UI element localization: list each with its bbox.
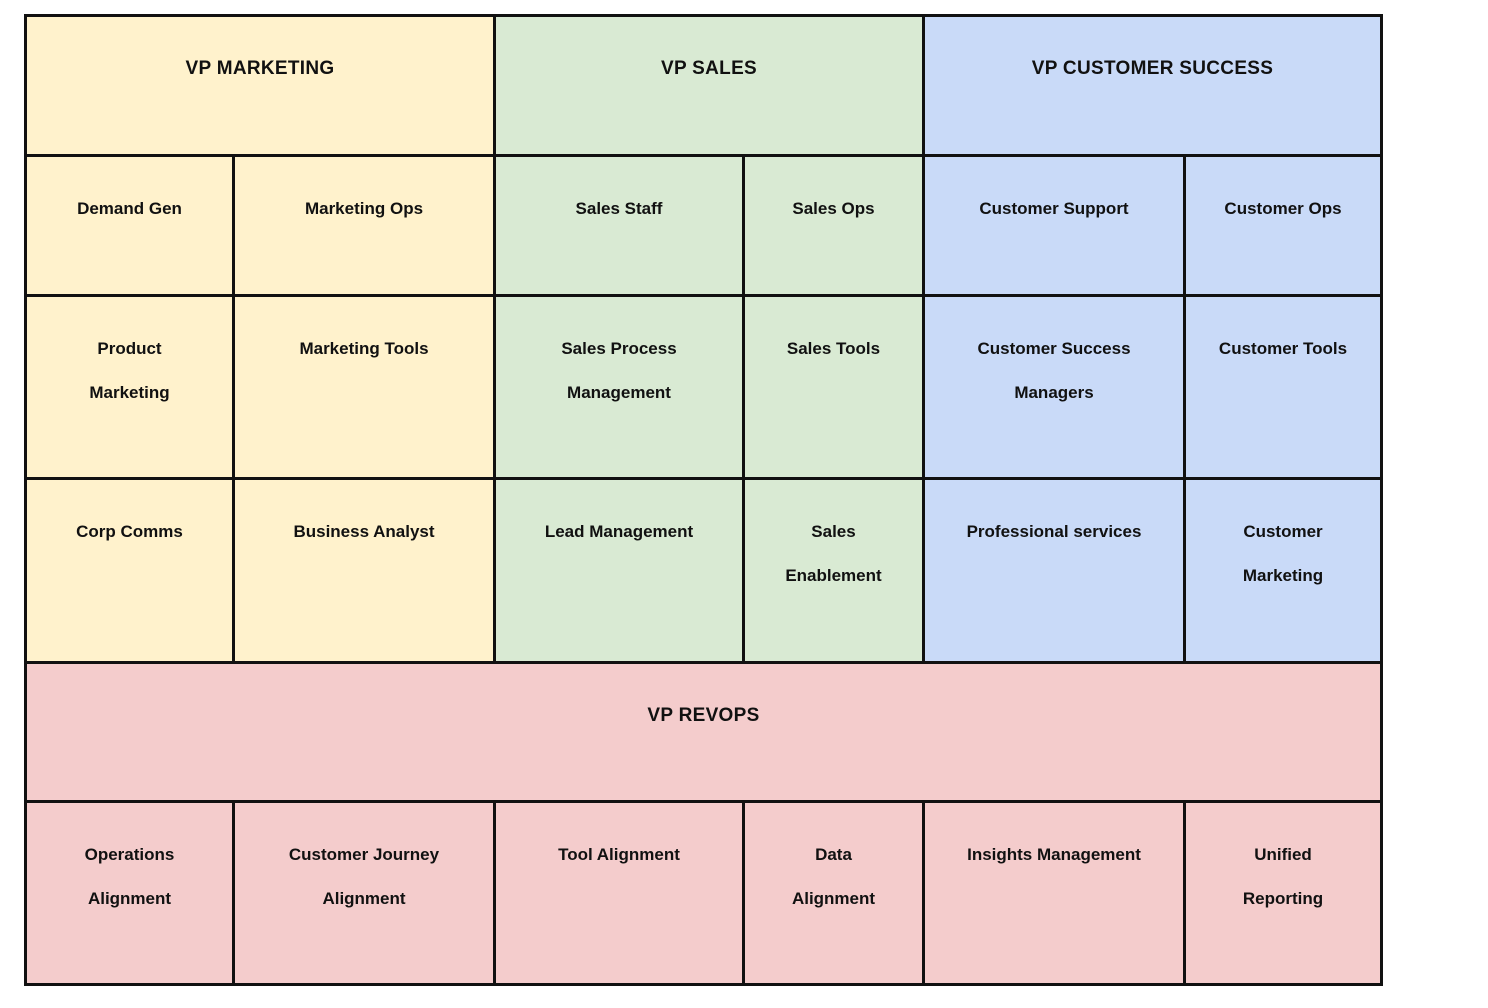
sales-process-management-label: Sales Process Management <box>561 339 677 402</box>
demand-gen-cell: Demand Gen <box>27 157 232 294</box>
operations-alignment-cell: Operations Alignment <box>27 803 232 983</box>
tool-alignment-label: Tool Alignment <box>558 845 680 864</box>
unified-reporting-label: Unified Reporting <box>1242 845 1324 908</box>
vp-sales-label: VP SALES <box>660 58 758 79</box>
insights-management-cell: Insights Management <box>925 803 1183 983</box>
professional-services-label: Professional services <box>966 522 1142 541</box>
insights-management-label: Insights Management <box>967 845 1141 864</box>
marketing-ops-label: Marketing Ops <box>304 199 424 218</box>
customer-marketing-label: Customer Marketing <box>1242 522 1324 585</box>
sales-staff-cell: Sales Staff <box>496 157 742 294</box>
lead-management-cell: Lead Management <box>496 480 742 661</box>
marketing-ops-cell: Marketing Ops <box>235 157 493 294</box>
customer-journey-alignment-cell: Customer Journey Alignment <box>235 803 493 983</box>
vp-revops-label: VP REVOPS <box>647 705 760 726</box>
sales-tools-label: Sales Tools <box>786 339 881 358</box>
vp-sales-header: VP SALES <box>496 17 922 154</box>
lead-management-label: Lead Management <box>544 522 694 541</box>
org-chart: VP MARKETING VP SALES VP CUSTOMER SUCCES… <box>24 14 1383 986</box>
product-marketing-cell: Product Marketing <box>27 297 232 477</box>
sales-process-management-cell: Sales Process Management <box>496 297 742 477</box>
demand-gen-label: Demand Gen <box>77 199 182 218</box>
customer-success-managers-cell: Customer Success Managers <box>925 297 1183 477</box>
sales-enablement-cell: Sales Enablement <box>745 480 922 661</box>
corp-comms-cell: Corp Comms <box>27 480 232 661</box>
business-analyst-label: Business Analyst <box>293 522 435 541</box>
sales-ops-cell: Sales Ops <box>745 157 922 294</box>
product-marketing-label: Product Marketing <box>89 339 170 402</box>
customer-success-managers-label: Customer Success Managers <box>977 339 1131 402</box>
marketing-tools-label: Marketing Tools <box>299 339 429 358</box>
customer-ops-label: Customer Ops <box>1224 199 1342 218</box>
business-analyst-cell: Business Analyst <box>235 480 493 661</box>
unified-reporting-cell: Unified Reporting <box>1186 803 1380 983</box>
corp-comms-label: Corp Comms <box>76 522 183 541</box>
vp-marketing-label: VP MARKETING <box>185 58 335 79</box>
customer-support-cell: Customer Support <box>925 157 1183 294</box>
customer-ops-cell: Customer Ops <box>1186 157 1380 294</box>
customer-support-label: Customer Support <box>979 199 1129 218</box>
customer-tools-cell: Customer Tools <box>1186 297 1380 477</box>
sales-tools-cell: Sales Tools <box>745 297 922 477</box>
marketing-tools-cell: Marketing Tools <box>235 297 493 477</box>
professional-services-cell: Professional services <box>925 480 1183 661</box>
operations-alignment-label: Operations Alignment <box>84 845 175 908</box>
customer-marketing-cell: Customer Marketing <box>1186 480 1380 661</box>
data-alignment-label: Data Alignment <box>791 845 876 908</box>
vp-customer-success-header: VP CUSTOMER SUCCESS <box>925 17 1380 154</box>
sales-ops-label: Sales Ops <box>792 199 875 218</box>
customer-tools-label: Customer Tools <box>1218 339 1348 358</box>
tool-alignment-cell: Tool Alignment <box>496 803 742 983</box>
sales-staff-label: Sales Staff <box>575 199 663 218</box>
vp-marketing-header: VP MARKETING <box>27 17 493 154</box>
vp-customer-success-label: VP CUSTOMER SUCCESS <box>1031 58 1274 79</box>
vp-revops-header: VP REVOPS <box>27 664 1380 800</box>
data-alignment-cell: Data Alignment <box>745 803 922 983</box>
customer-journey-alignment-label: Customer Journey Alignment <box>288 845 440 908</box>
sales-enablement-label: Sales Enablement <box>785 522 882 585</box>
